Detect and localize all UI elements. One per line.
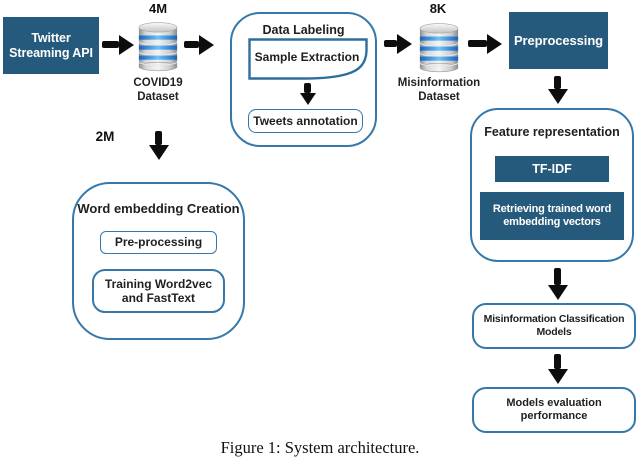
node-pre-processing: Pre-processing	[100, 231, 217, 254]
node-tfidf: TF-IDF	[495, 156, 609, 182]
models-evaluation-label: Models evaluation performance	[506, 396, 602, 422]
sample-extraction-label: Sample Extraction	[254, 50, 360, 64]
arrow-covid-db-to-data-labeling	[184, 41, 199, 48]
arrow-misinfo-db-to-preprocessing	[468, 40, 487, 47]
misinfo-dataset-count: 8K	[429, 1, 447, 16]
arrow-covid-db-to-word-embedding	[155, 131, 162, 145]
twitter-api-label: Twitter Streaming API	[9, 30, 93, 60]
node-preprocessing: Preprocessing	[509, 12, 608, 69]
tfidf-label: TF-IDF	[532, 161, 572, 176]
retrieving-vectors-label: Retrieving trained word embedding vector…	[492, 202, 612, 228]
embedding-sample-count: 2M	[95, 129, 115, 144]
node-retrieving-vectors: Retrieving trained word embedding vector…	[480, 192, 624, 240]
arrow-classification-to-evaluation	[554, 354, 561, 369]
figure-caption: Figure 1: System architecture.	[220, 438, 420, 457]
sample-extraction-shape	[248, 38, 368, 80]
arrow-sample-to-annotation	[304, 83, 311, 93]
node-classification-models: Misinformation Classification Models	[472, 303, 636, 349]
node-training-word2vec-fasttext: Training Word2vec and FastText	[92, 269, 225, 313]
misinfo-dataset-label: Misinformation Dataset	[397, 77, 481, 103]
feature-representation-title: Feature representation	[484, 125, 620, 139]
node-tweets-annotation: Tweets annotation	[248, 109, 363, 133]
arrow-features-to-classification	[554, 268, 561, 285]
classification-models-label: Misinformation Classification Models	[483, 313, 625, 338]
node-twitter-streaming-api: Twitter Streaming API	[3, 17, 99, 74]
database-icon	[138, 22, 178, 72]
covid-dataset-label: COVID19 Dataset	[133, 77, 183, 103]
arrow-preprocessing-to-features	[554, 76, 561, 89]
pre-processing-label: Pre-processing	[114, 235, 203, 250]
word-embedding-title: Word embedding Creation	[77, 201, 240, 216]
node-models-evaluation: Models evaluation performance	[472, 387, 636, 433]
covid-dataset-count: 4M	[148, 1, 168, 16]
training-label: Training Word2vec and FastText	[104, 276, 213, 305]
arrow-twitter-to-covid-db	[102, 41, 119, 48]
group-word-embedding-creation: Word embedding Creation	[72, 182, 245, 340]
preprocessing-label: Preprocessing	[513, 32, 603, 48]
arrow-data-labeling-to-misinfo-db	[384, 40, 397, 47]
database-icon	[419, 23, 459, 73]
data-labeling-title: Data Labeling	[262, 23, 345, 37]
tweets-annotation-label: Tweets annotation	[253, 113, 358, 128]
